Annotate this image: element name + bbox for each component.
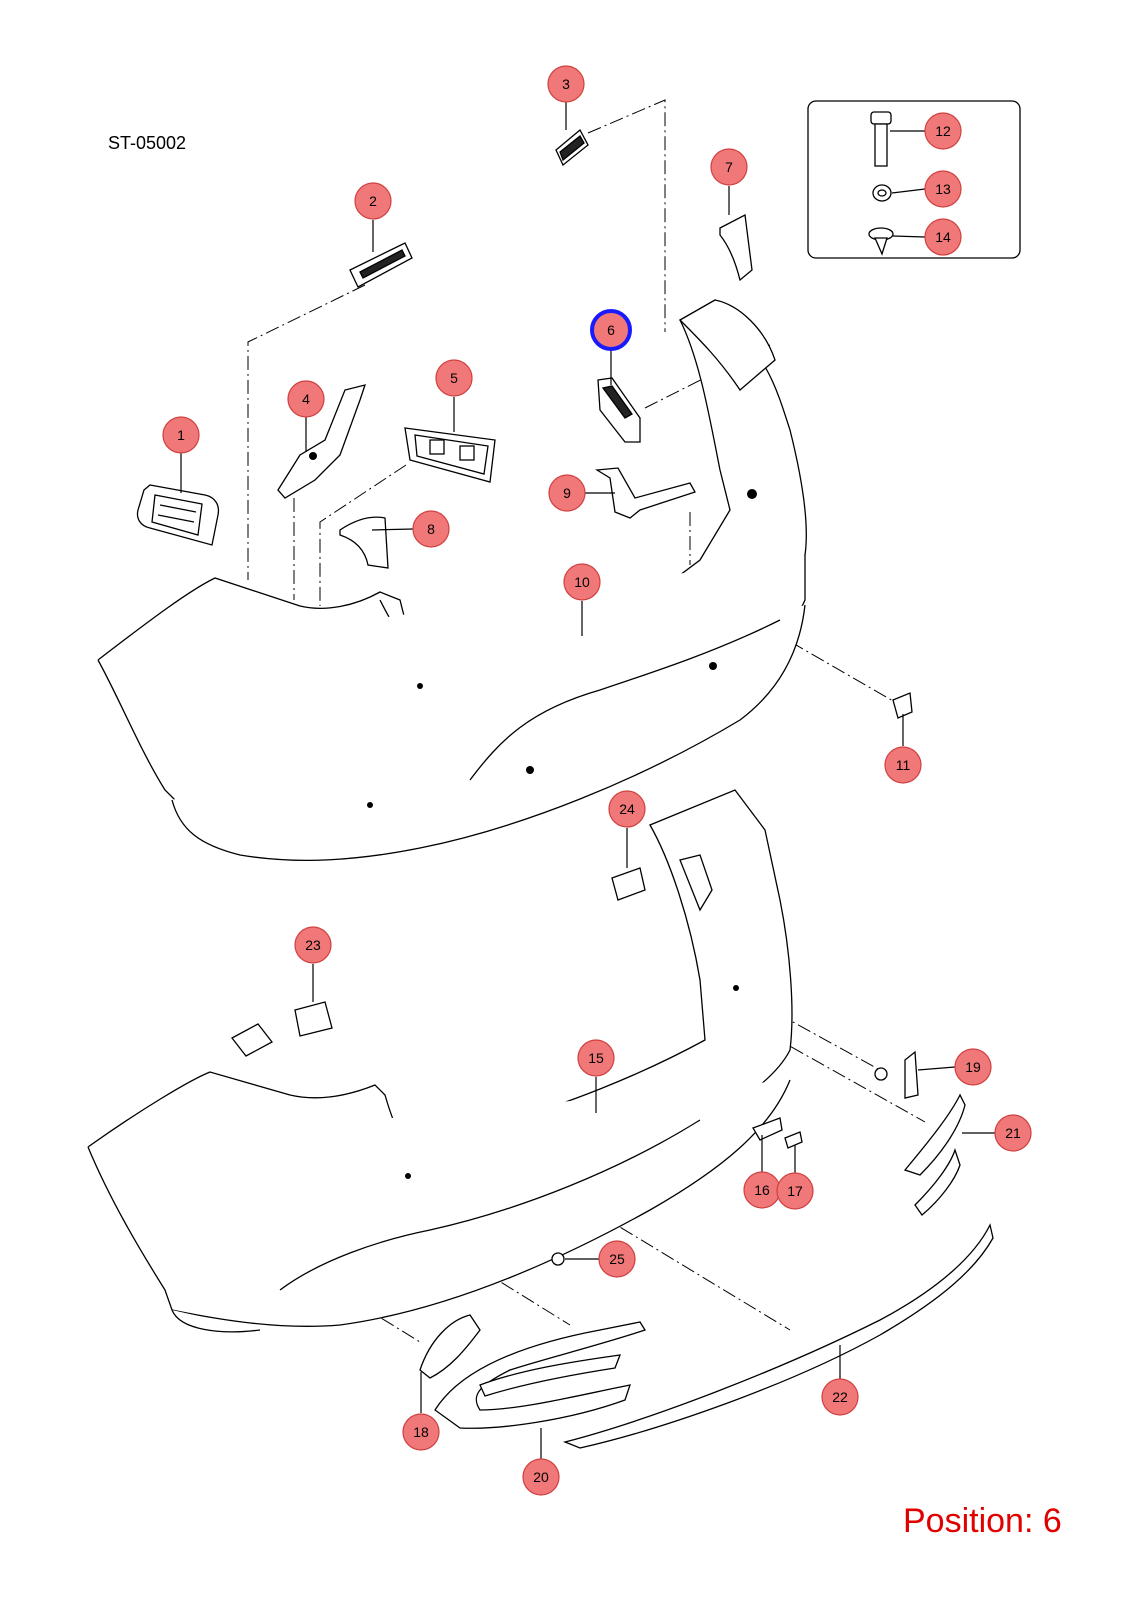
callout-24[interactable]: 24 bbox=[608, 790, 646, 828]
svg-text:20: 20 bbox=[533, 1469, 549, 1485]
part-2-guide-bracket[interactable] bbox=[349, 242, 413, 288]
part-4-side-bracket[interactable] bbox=[277, 384, 366, 499]
svg-text:24: 24 bbox=[619, 801, 635, 817]
callout-14[interactable]: 14 bbox=[924, 218, 962, 256]
callout-11[interactable]: 11 bbox=[884, 746, 922, 784]
svg-text:5: 5 bbox=[450, 370, 458, 386]
part-8-cover-plate[interactable] bbox=[339, 516, 389, 569]
part-21-right-diffuser-insert[interactable] bbox=[903, 1093, 966, 1216]
callout-10[interactable]: 10 bbox=[563, 563, 601, 601]
part-17-clip[interactable] bbox=[784, 1131, 803, 1149]
callout-5[interactable]: 5 bbox=[435, 359, 473, 397]
part-13-push-nut[interactable] bbox=[872, 184, 892, 202]
callout-7[interactable]: 7 bbox=[710, 148, 748, 186]
callout-20[interactable]: 20 bbox=[522, 1458, 560, 1496]
callout-18[interactable]: 18 bbox=[402, 1413, 440, 1451]
part-5-center-retainer[interactable] bbox=[404, 427, 496, 483]
callout-13[interactable]: 13 bbox=[924, 170, 962, 208]
part-19-right-clip[interactable] bbox=[904, 1050, 919, 1099]
svg-text:3: 3 bbox=[562, 76, 570, 92]
part-6-side-guide-bracket[interactable] bbox=[597, 377, 641, 443]
reference-code: ST-05002 bbox=[108, 133, 187, 153]
callout-4[interactable]: 4 bbox=[287, 380, 325, 418]
svg-text:4: 4 bbox=[302, 391, 310, 407]
svg-text:14: 14 bbox=[935, 229, 951, 245]
callout-15[interactable]: 15 bbox=[577, 1039, 615, 1077]
svg-text:22: 22 bbox=[832, 1389, 848, 1405]
rear-bumper-cover-upper[interactable] bbox=[97, 299, 807, 861]
part-12-bolt[interactable] bbox=[870, 111, 892, 167]
svg-text:17: 17 bbox=[787, 1183, 803, 1199]
position-label: Position: 6 bbox=[903, 1502, 1062, 1540]
callout-9[interactable]: 9 bbox=[548, 474, 586, 512]
part-18-left-bracket[interactable] bbox=[419, 1314, 481, 1379]
callout-3[interactable]: 3 bbox=[547, 65, 585, 103]
svg-text:18: 18 bbox=[413, 1424, 429, 1440]
part-20-left-diffuser-insert[interactable] bbox=[434, 1321, 646, 1429]
svg-text:8: 8 bbox=[427, 521, 435, 537]
callout-22[interactable]: 22 bbox=[821, 1378, 859, 1416]
svg-text:16: 16 bbox=[754, 1182, 770, 1198]
svg-text:15: 15 bbox=[588, 1050, 604, 1066]
part-23-foam-block[interactable] bbox=[231, 1001, 333, 1057]
svg-text:9: 9 bbox=[563, 485, 571, 501]
callout-6[interactable]: 6 bbox=[590, 309, 632, 351]
part-11-small-clip[interactable] bbox=[892, 692, 913, 719]
svg-text:19: 19 bbox=[965, 1059, 981, 1075]
svg-text:2: 2 bbox=[369, 193, 377, 209]
callout-16[interactable]: 16 bbox=[743, 1171, 781, 1209]
svg-text:10: 10 bbox=[574, 574, 590, 590]
svg-text:11: 11 bbox=[896, 757, 911, 773]
part-24-foam-block[interactable] bbox=[611, 867, 646, 901]
fastener-inset-box bbox=[807, 100, 1021, 259]
part-14-screw[interactable] bbox=[868, 227, 894, 256]
callout-19[interactable]: 19 bbox=[954, 1048, 992, 1086]
callout-1[interactable]: 1 bbox=[162, 416, 200, 454]
svg-text:1: 1 bbox=[177, 427, 185, 443]
part-16-clip[interactable] bbox=[752, 1117, 783, 1141]
callouts: 1 2 3 4 5 6 7 8 9 10 11 12 13 14 15 16 1… bbox=[162, 65, 1032, 1496]
svg-text:25: 25 bbox=[609, 1251, 625, 1267]
svg-text:6: 6 bbox=[607, 322, 615, 338]
svg-text:23: 23 bbox=[305, 937, 321, 953]
callout-2[interactable]: 2 bbox=[354, 182, 392, 220]
callout-23[interactable]: 23 bbox=[294, 926, 332, 964]
callout-25[interactable]: 25 bbox=[598, 1240, 636, 1278]
part-9-mounting-bracket[interactable] bbox=[595, 467, 696, 519]
callout-12[interactable]: 12 bbox=[924, 112, 962, 150]
svg-text:21: 21 bbox=[1005, 1125, 1021, 1141]
part-19-grommet[interactable] bbox=[874, 1067, 888, 1081]
svg-text:12: 12 bbox=[935, 123, 951, 139]
part-22-lower-trim-strip[interactable] bbox=[562, 1223, 994, 1449]
part-3-upper-clip[interactable] bbox=[555, 128, 589, 167]
callout-21[interactable]: 21 bbox=[994, 1114, 1032, 1152]
svg-text:7: 7 bbox=[725, 159, 733, 175]
part-7-end-plate[interactable] bbox=[719, 213, 753, 282]
leader-lines bbox=[180, 102, 995, 1459]
part-1-reflector-frame[interactable] bbox=[136, 484, 220, 546]
rear-bumper-cover-lower[interactable] bbox=[87, 789, 793, 1333]
svg-text:13: 13 bbox=[935, 181, 951, 197]
callout-17[interactable]: 17 bbox=[776, 1172, 814, 1210]
part-25-grommet[interactable] bbox=[551, 1252, 565, 1266]
callout-8[interactable]: 8 bbox=[412, 510, 450, 548]
